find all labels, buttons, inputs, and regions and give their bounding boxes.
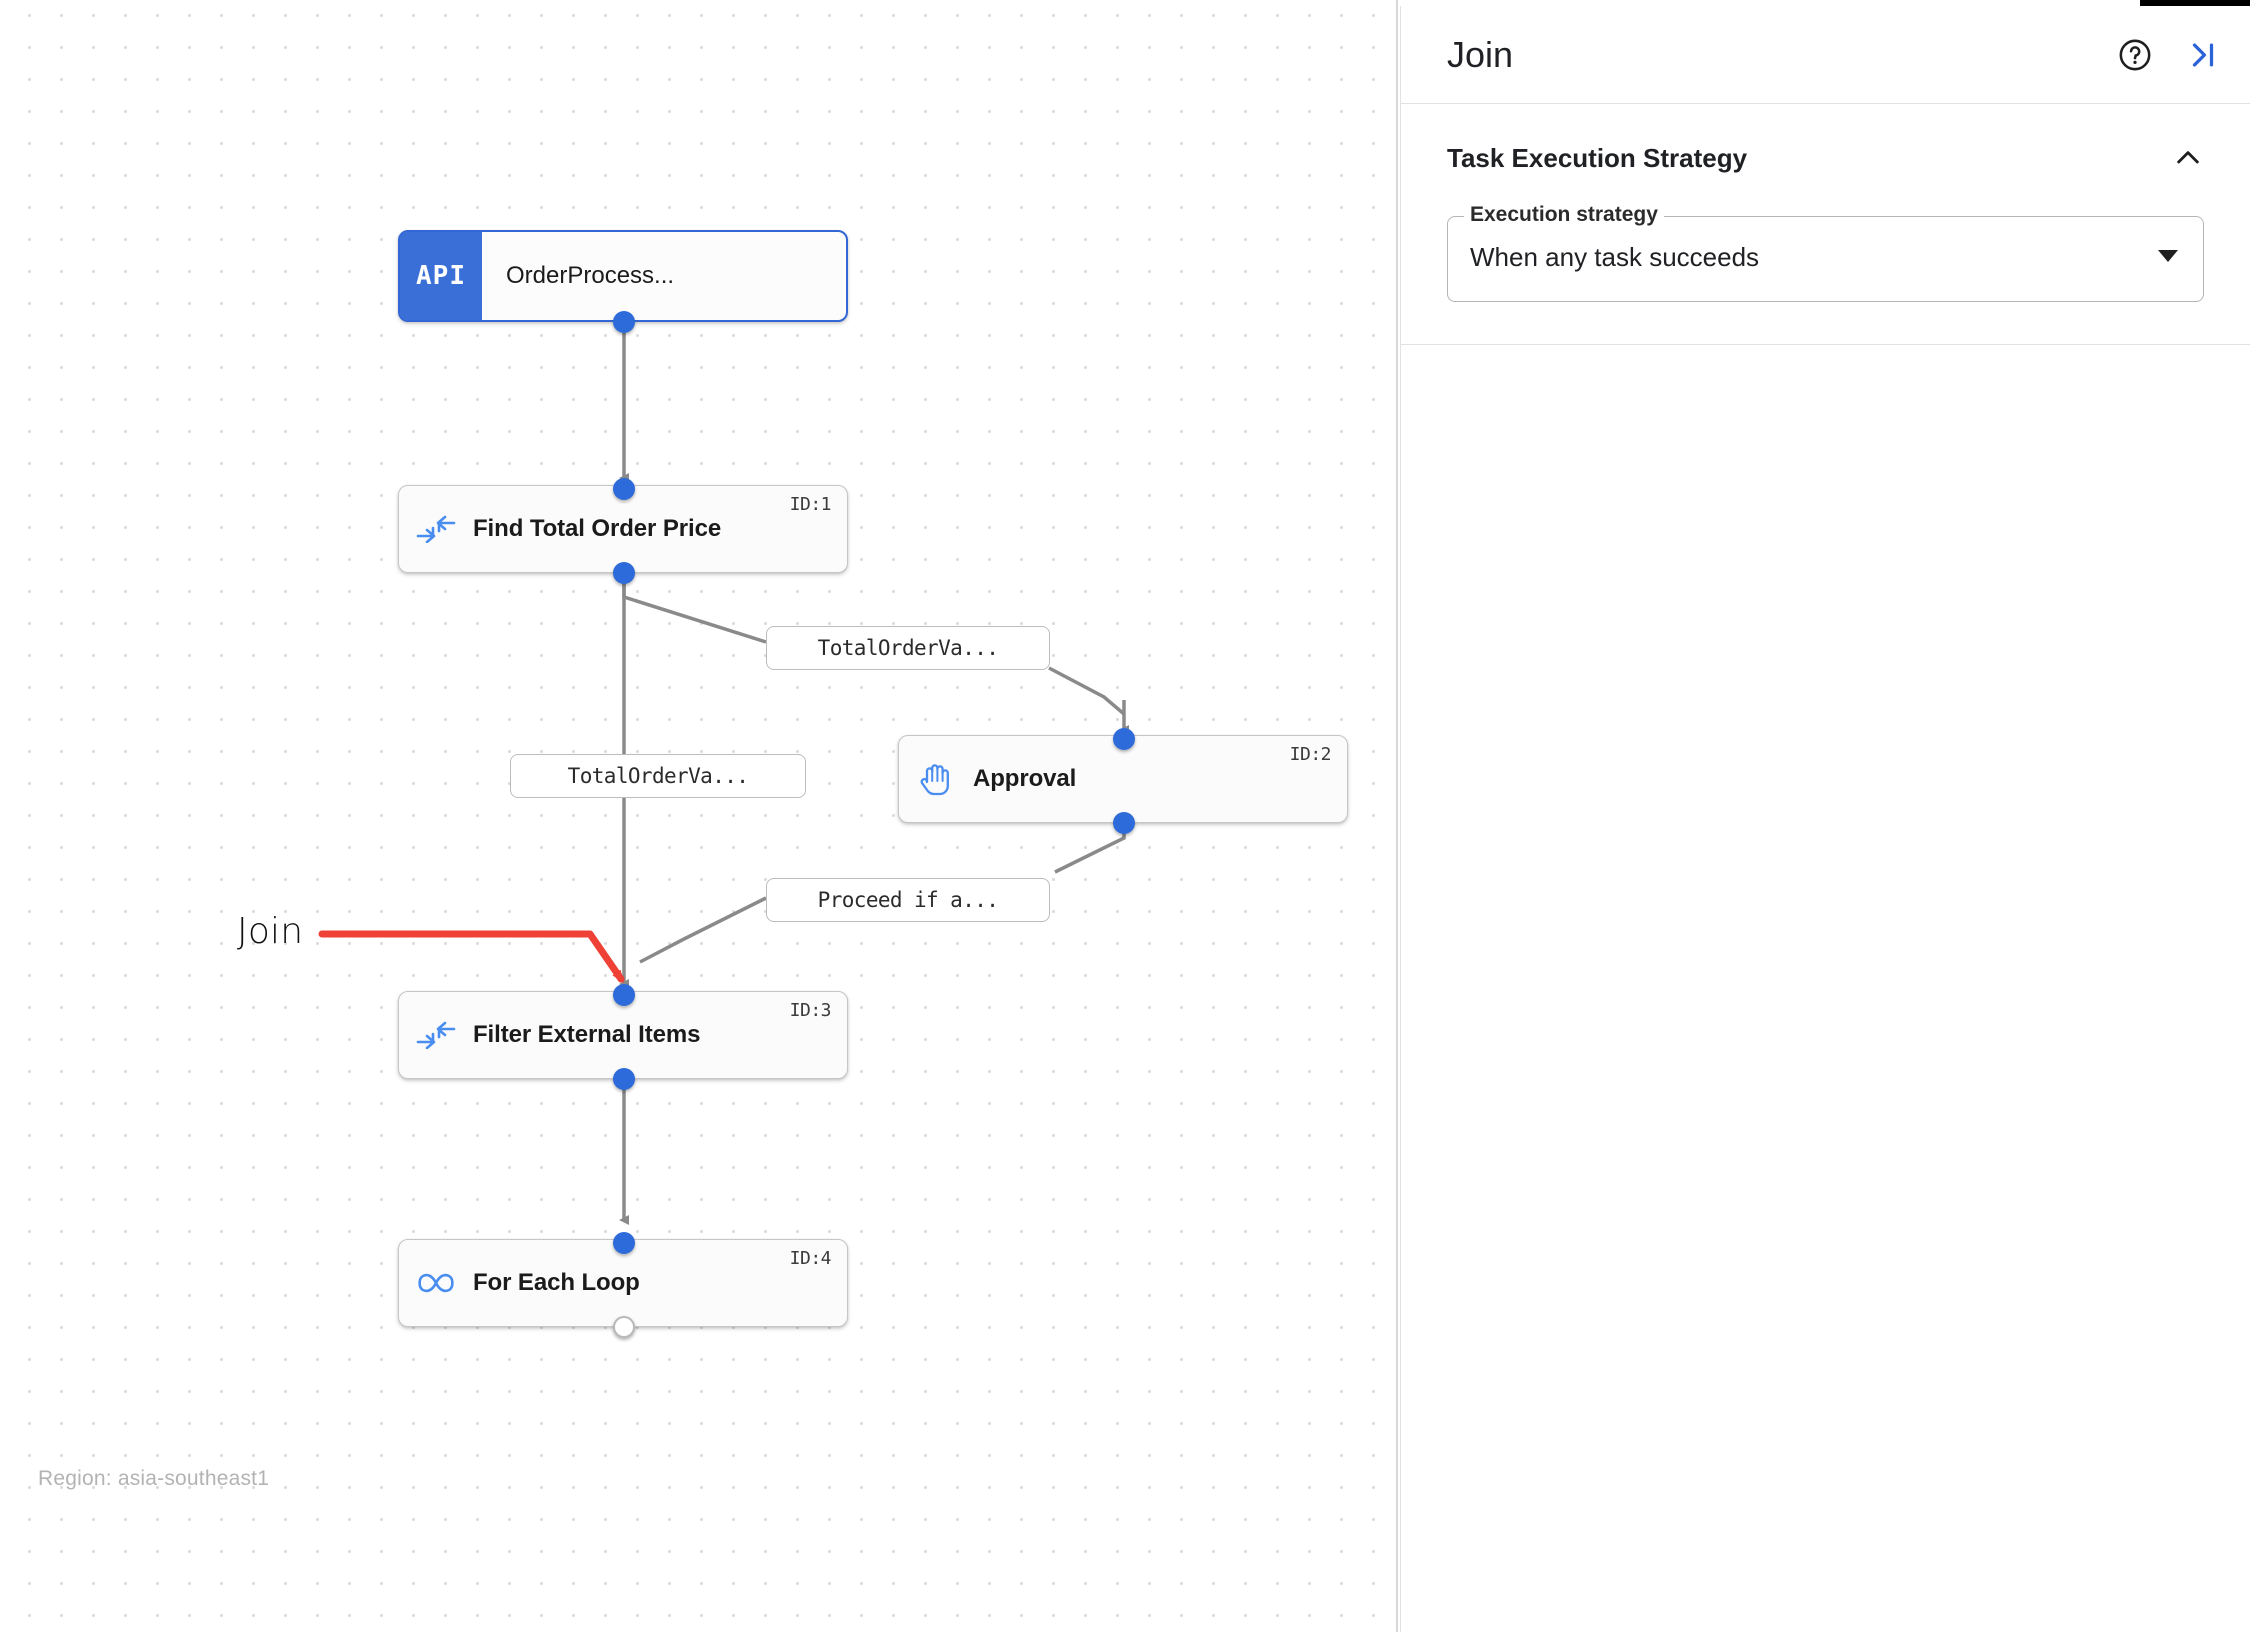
hand-icon — [899, 760, 973, 798]
node-title: Find Total Order Price — [473, 515, 722, 542]
collapse-right-icon[interactable] — [2186, 38, 2220, 72]
node-body: Approval ID:2 — [899, 736, 1347, 822]
help-circle-icon[interactable] — [2118, 38, 2152, 72]
node-title: Filter External Items — [473, 1021, 701, 1048]
annotation-arrow — [318, 930, 625, 984]
section-title: Task Execution Strategy — [1447, 142, 1748, 173]
edge-label-total-order-value-1[interactable]: TotalOrderVa... — [766, 626, 1050, 670]
connector-trigger-out[interactable] — [613, 311, 635, 333]
node-title: Approval — [973, 765, 1077, 792]
section-header[interactable]: Task Execution Strategy — [1447, 142, 2204, 174]
panel-header-actions — [2118, 38, 2220, 72]
connector-task4-in[interactable] — [613, 1232, 635, 1254]
node-title: For Each Loop — [473, 1269, 640, 1296]
node-id-label: ID:2 — [1289, 744, 1332, 765]
region-label: Region: asia-southeast1 — [38, 1467, 270, 1490]
node-id-label: ID:4 — [789, 1248, 832, 1269]
workflow-canvas[interactable]: Join API OrderProcess... Find Total O — [0, 0, 1396, 1632]
node-body: API OrderProcess... — [400, 232, 846, 320]
connector-task1-out[interactable] — [613, 562, 635, 584]
connector-task2-out[interactable] — [1113, 812, 1135, 834]
panel-header: Join — [1401, 6, 2250, 104]
merge-arrows-icon — [399, 1021, 473, 1049]
infinity-icon — [399, 1271, 473, 1295]
execution-strategy-select[interactable]: Execution strategy When any task succeed… — [1447, 202, 2204, 302]
annotation-label-join: Join — [237, 911, 304, 952]
connector-task3-in[interactable] — [613, 984, 635, 1006]
edge-task1-task2-a — [622, 573, 767, 644]
canvas-panel-divider — [1396, 0, 1398, 1632]
connector-task4-out[interactable] — [613, 1316, 635, 1338]
node-order-process-trigger[interactable]: API OrderProcess... — [398, 230, 848, 322]
api-badge-label: API — [416, 261, 466, 291]
task-execution-strategy-section: Task Execution Strategy Execution strate… — [1401, 104, 2250, 345]
edge-task2-task3-b — [639, 896, 767, 964]
execution-strategy-value: When any task succeeds — [1470, 242, 1760, 272]
edge-task1-task2-b — [1048, 666, 1126, 716]
edge-task2-task3-a — [1054, 822, 1126, 874]
node-body: For Each Loop ID:4 — [399, 1240, 847, 1326]
node-title: OrderProcess... — [506, 262, 675, 289]
chevron-up-icon[interactable] — [2172, 142, 2204, 174]
connector-task1-in[interactable] — [613, 478, 635, 500]
api-badge: API — [400, 232, 482, 320]
panel-title: Join — [1447, 33, 1514, 75]
node-id-label: ID:3 — [789, 1000, 832, 1021]
connector-task2-in[interactable] — [1113, 728, 1135, 750]
edge-label-total-order-value-2[interactable]: TotalOrderVa... — [510, 754, 806, 798]
node-body: Filter External Items ID:3 — [399, 992, 847, 1078]
node-id-label: ID:1 — [789, 494, 832, 515]
window-chrome-sliver — [2140, 0, 2250, 6]
properties-panel: Join Task Execu — [1400, 6, 2250, 1632]
field-outline — [1447, 216, 2204, 302]
execution-strategy-legend: Execution strategy — [1464, 202, 1664, 228]
node-body: Find Total Order Price ID:1 — [399, 486, 847, 572]
connector-task3-out[interactable] — [613, 1068, 635, 1090]
merge-arrows-icon — [399, 515, 473, 543]
caret-down-icon[interactable] — [2158, 250, 2178, 262]
edge-label-proceed-if-approved[interactable]: Proceed if a... — [766, 878, 1050, 922]
